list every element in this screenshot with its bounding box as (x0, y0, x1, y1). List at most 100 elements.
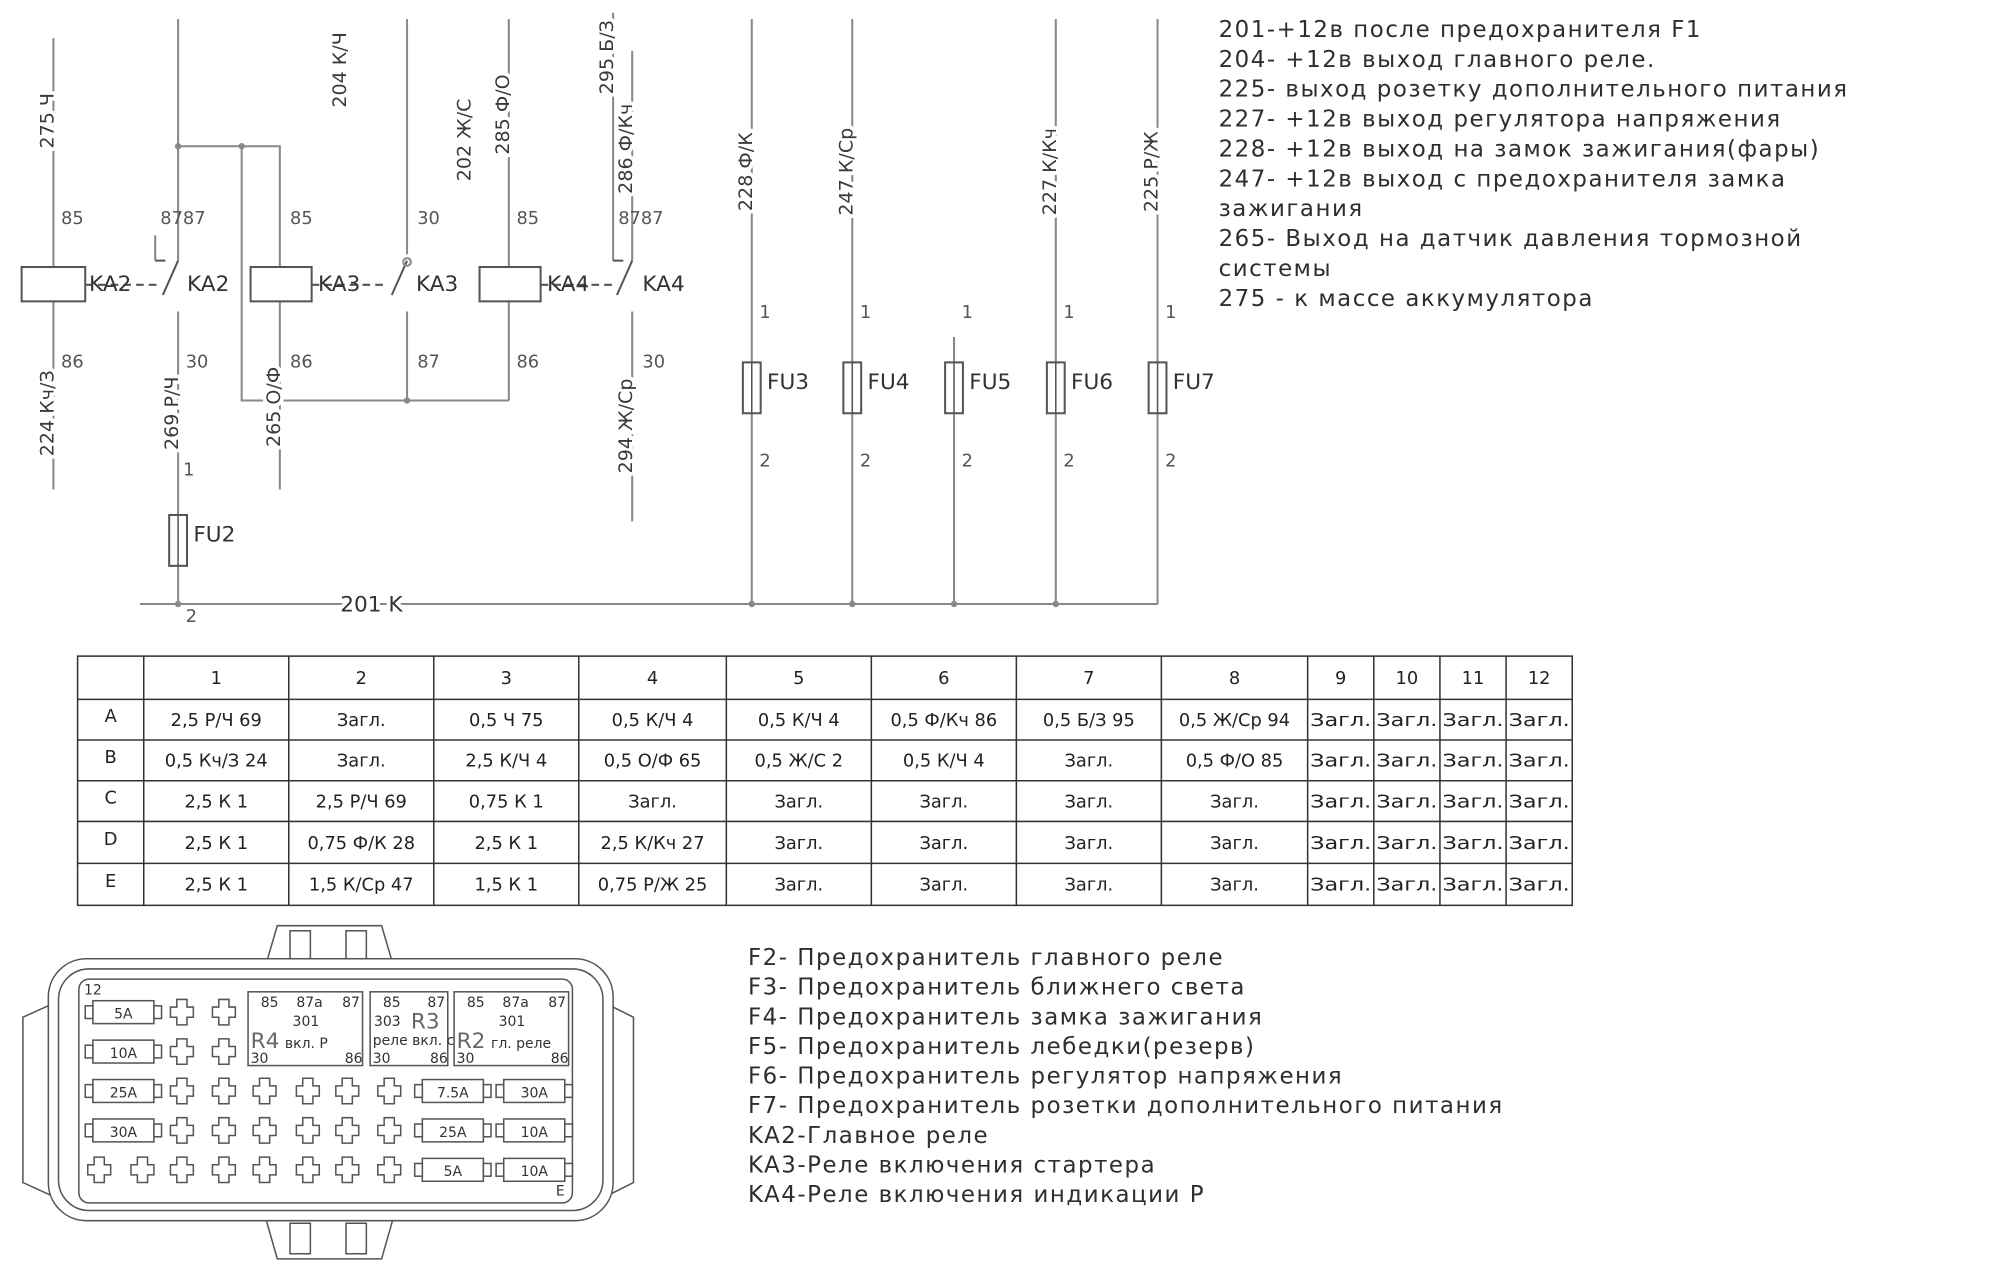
table-cell: Загл. (1310, 751, 1371, 772)
legend-line: 201-+12в после предохранителя F1 (1219, 17, 1702, 43)
fuse-slot[interactable]: 30A (84, 1118, 163, 1143)
column-header: 12 (1528, 668, 1551, 689)
row-label: E (105, 871, 116, 892)
fuse-fu2: FU2 (168, 513, 235, 567)
table-cell: Загл. (774, 833, 823, 854)
fuse-slot[interactable]: 25A (413, 1118, 492, 1143)
relay-pin: 301 (499, 1014, 526, 1030)
terminal-slot (169, 1077, 195, 1105)
fuse-rating: 30A (521, 1085, 549, 1101)
table-cell: Загл. (337, 710, 386, 731)
wire-label: 204 К/Ч (329, 32, 351, 107)
wire-label: 224 Кч/З (36, 370, 58, 456)
legend-line: F3- Предохранитель ближнего света (748, 975, 1246, 1001)
table-cell: Загл. (1509, 875, 1570, 896)
table-cell: 0,5 Ф/О 85 (1186, 751, 1284, 772)
relay-pin: 86 (430, 1051, 448, 1067)
table-cell: Загл. (1310, 791, 1371, 812)
wire-label: 225 Р/Ж (1141, 131, 1163, 212)
fuse-slot[interactable]: 25A (84, 1078, 163, 1104)
legend-line: системы (1219, 256, 1332, 282)
pin-label: 2 (186, 606, 197, 627)
pin-label: 30 (186, 351, 209, 372)
table-cell: Загл. (774, 875, 823, 896)
table-cell: 1,5 К 1 (474, 875, 538, 896)
legend-line: F4- Предохранитель замка зажигания (748, 1004, 1263, 1030)
table-cell: Загл. (1310, 710, 1371, 731)
table-cell: 0,75 Ф/К 28 (307, 833, 415, 854)
fuse-slot[interactable]: 7.5A (413, 1078, 492, 1104)
terminal-slot (252, 1116, 277, 1144)
table-cell: Загл. (919, 791, 968, 812)
pin-label: 1 (183, 460, 194, 481)
column-header: 5 (793, 668, 804, 689)
fuse-rating: 10A (521, 1164, 549, 1180)
table-cell: 2,5 Р/Ч 69 (316, 791, 407, 812)
fuse-pin-bottom: 2 (860, 451, 871, 472)
table-cell: 0,5 К/Ч 4 (903, 751, 985, 772)
table-cell: 0,5 К/Ч 4 (758, 710, 840, 731)
legend-line: 227- +12в выход регулятора напряжения (1219, 107, 1782, 133)
table-cell: Загл. (337, 751, 386, 772)
wire-label: 295 Б/З (596, 20, 618, 94)
relay-coil-ka2 (20, 266, 87, 303)
fuse-pin-bottom: 2 (962, 451, 973, 472)
terminal-slot (211, 1038, 237, 1066)
relay-pin: 87a (296, 995, 322, 1011)
table-cell: 2,5 К/Ч 4 (465, 751, 547, 772)
relay-pin: 85 (383, 995, 401, 1011)
table-cell: Загл. (774, 791, 823, 812)
table-cell: Загл. (1442, 791, 1503, 812)
relay-pin: 87a (502, 995, 528, 1011)
relay-pin: 87 (427, 995, 445, 1011)
fuse-slot[interactable]: 5A (84, 999, 163, 1025)
fuse-slot[interactable]: 30A (495, 1078, 574, 1104)
table-cell: Загл. (1376, 710, 1437, 731)
row-label: B (105, 747, 117, 768)
fuse-pin-top: 1 (860, 302, 871, 323)
legend-line: F2- Предохранитель главного реле (748, 945, 1224, 971)
column-header: 11 (1462, 668, 1485, 689)
fuse-rating: 5A (114, 1007, 133, 1023)
relay-label: KA3 (416, 272, 458, 297)
table-cell: 0,5 Ж/Ср 94 (1179, 710, 1290, 731)
table-cell: 2,5 К 1 (184, 791, 248, 812)
terminal-slot (252, 1077, 277, 1105)
terminal-slot (87, 1156, 112, 1184)
relay-pin: 30 (457, 1051, 475, 1067)
row-label: C (104, 788, 116, 809)
table-cell: Загл. (1065, 751, 1114, 772)
fuse-slot[interactable]: 5A (413, 1157, 492, 1183)
column-header: 10 (1396, 668, 1419, 689)
relay-pin: 301 (293, 1014, 320, 1030)
table-cell: 2,5 К 1 (184, 833, 248, 854)
terminal-slot (335, 1116, 360, 1144)
fuse-rating: 7.5A (437, 1085, 469, 1101)
wire-label: 269 Р/Ч (161, 377, 183, 450)
bus-label: 201 K (340, 593, 403, 618)
terminal-slot (377, 1077, 402, 1105)
relay-label: KA4 (642, 272, 684, 297)
pin-label: 86 (61, 351, 84, 372)
fuse-slot[interactable]: 10A (495, 1118, 574, 1143)
terminal-slot (211, 1077, 237, 1105)
table-cell: Загл. (1376, 833, 1437, 854)
pin-label: 86 (516, 351, 539, 372)
terminal-slot (169, 1156, 195, 1184)
fuse-name: FU7 (1173, 370, 1215, 395)
wire-label: 247 К/Ср (835, 128, 857, 216)
table-cell: 2,5 Р/Ч 69 (171, 710, 262, 731)
relay-pin: 30 (373, 1051, 391, 1067)
relay-label: KA4 (547, 272, 589, 297)
column-header: 8 (1229, 668, 1240, 689)
fuse-slot[interactable]: 10A (84, 1039, 163, 1064)
table-cell: Загл. (1376, 791, 1437, 812)
fuse-slot[interactable]: 10A (495, 1157, 574, 1183)
fuse-rating: 30A (110, 1125, 138, 1141)
fuse-rating: 25A (110, 1085, 138, 1101)
wire-label: 286 Ф/Кч (615, 104, 637, 194)
